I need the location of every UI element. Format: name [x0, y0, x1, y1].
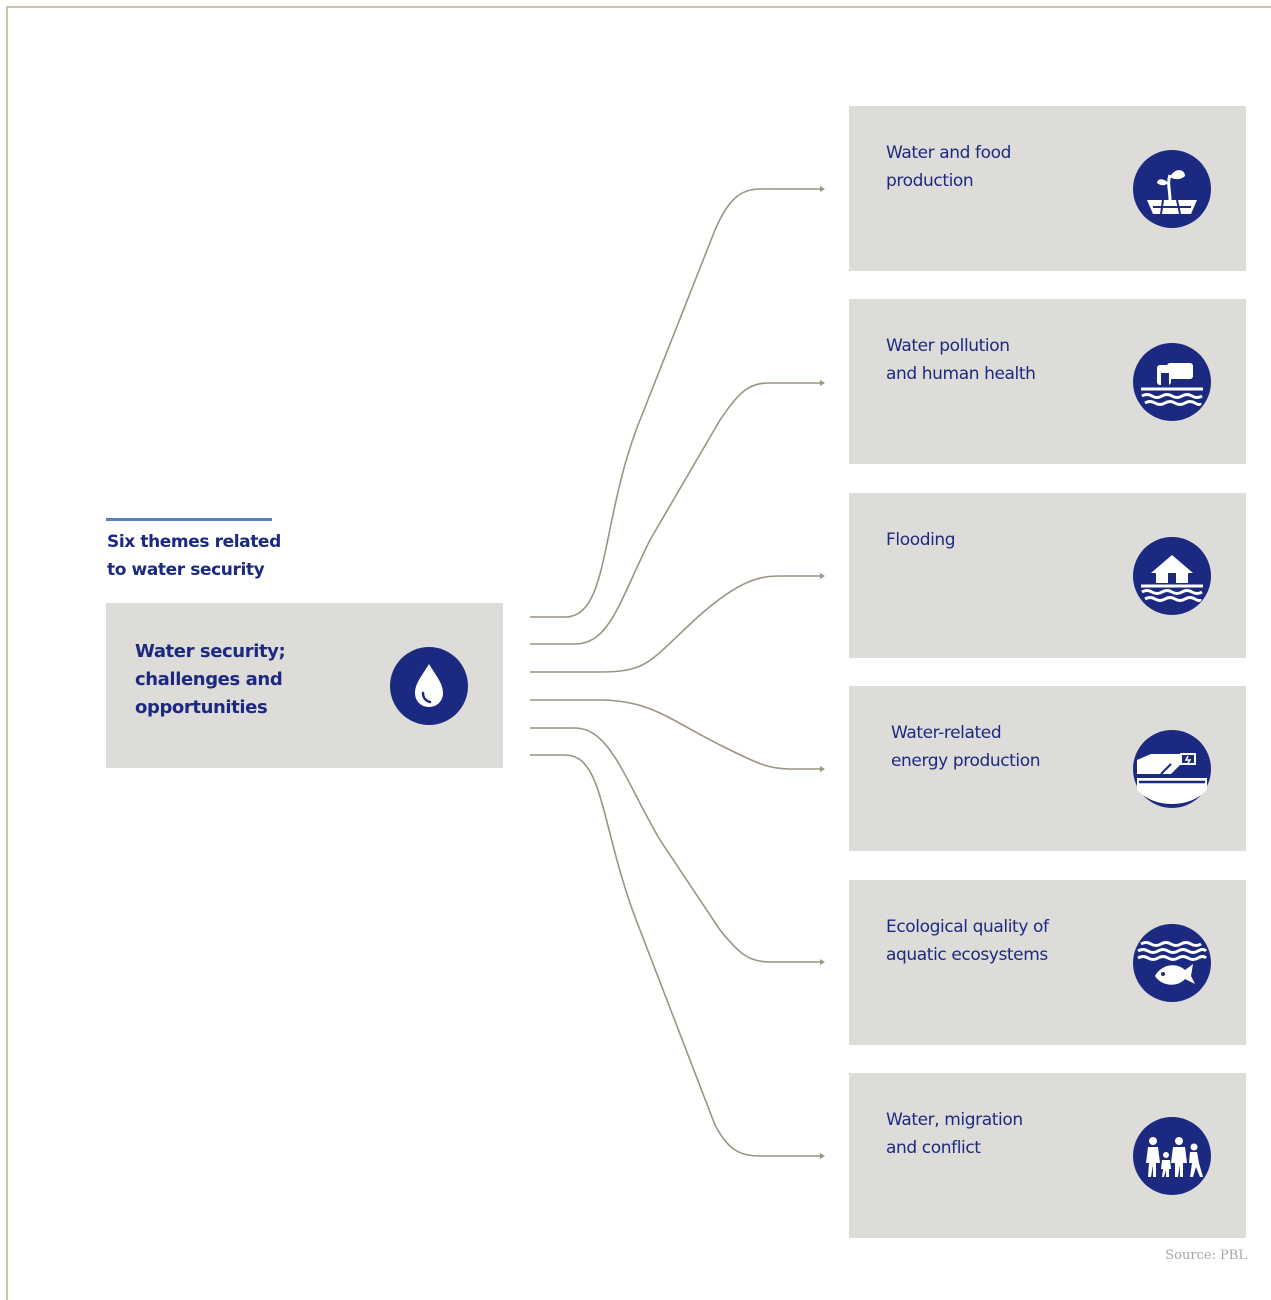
theme-box-pollution: Water pollution and human health [849, 299, 1246, 464]
connector-4 [530, 699, 820, 770]
connector-6 [530, 754, 820, 1157]
theme-label-flooding: Flooding [886, 530, 956, 550]
heading-rule [106, 518, 272, 521]
theme-box-flooding: Flooding [849, 493, 1246, 658]
fish-icon [1133, 924, 1211, 1002]
central-theme-label: Water security; challenges and opportuni… [135, 641, 286, 718]
arrowhead-4 [820, 766, 825, 772]
connector-2 [530, 382, 820, 645]
theme-label-pollution: Water pollution and human health [886, 336, 1036, 384]
diagram-heading: Six themes related to water security [107, 532, 281, 580]
water-drop-icon [390, 647, 468, 725]
arrowhead-2 [820, 380, 825, 386]
theme-box-migration: Water, migration and conflict [849, 1073, 1246, 1238]
figure-frame [6, 6, 1271, 1300]
arrowhead-5 [820, 959, 825, 965]
arrowhead-1 [820, 186, 825, 192]
theme-label-energy: Water-related energy production [891, 723, 1041, 771]
central-theme-box: Water security; challenges and opportuni… [106, 603, 503, 768]
hydropower-dam-icon [1133, 730, 1211, 808]
connector-5 [530, 727, 820, 963]
people-migrating-icon [1133, 1117, 1211, 1195]
connector-3 [530, 575, 820, 673]
plant-sprout-icon [1133, 150, 1211, 228]
arrowhead-3 [820, 573, 825, 579]
discharge-pipe-icon [1133, 343, 1211, 421]
theme-box-energy: Water-related energy production [849, 686, 1246, 851]
arrowhead-6 [820, 1153, 825, 1159]
theme-label-food: Water and food production [886, 143, 1012, 191]
theme-box-ecology: Ecological quality of aquatic ecosystems [849, 880, 1246, 1045]
theme-box-food: Water and food production [849, 106, 1246, 271]
theme-label-ecology: Ecological quality of aquatic ecosystems [886, 917, 1049, 965]
theme-label-migration: Water, migration and conflict [886, 1110, 1023, 1158]
connector-1 [530, 188, 820, 618]
flooded-house-icon [1133, 537, 1211, 615]
source-note: Source: PBL [1165, 1248, 1247, 1263]
